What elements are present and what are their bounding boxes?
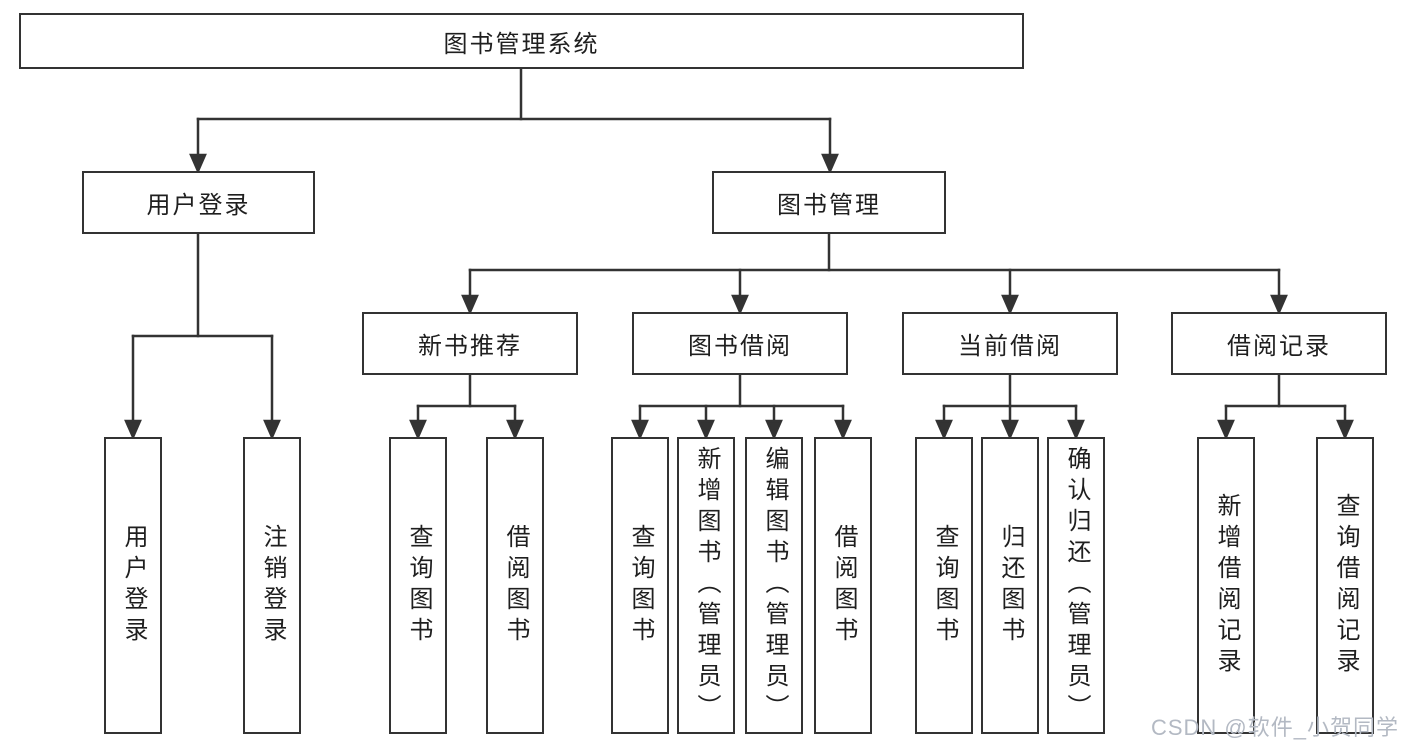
node-library-management-system: 图书管理系统 (19, 13, 1024, 69)
connector-user-login-to-leaves (124, 232, 281, 441)
arrowhead (189, 153, 207, 175)
leaf-query-books: 查询图书 (389, 437, 447, 734)
node-label: 图书管理系统 (443, 30, 600, 58)
node-new-book-recommend: 新书推荐 (362, 312, 578, 375)
node-label: 借阅记录 (1227, 333, 1331, 360)
connector-current-borrow-to-leaves (935, 372, 1085, 441)
leaf-query-borrow-record: 查询借阅记录 (1316, 437, 1374, 734)
connector-new-book-rec-to-leaves (409, 372, 524, 441)
node-book-borrowing: 图书借阅 (632, 312, 848, 375)
node-label: 查询借阅记录 (1332, 492, 1359, 679)
arrowhead (1336, 419, 1354, 441)
node-label: 新增借阅记录 (1213, 492, 1240, 679)
node-label: 用户登录 (120, 523, 147, 648)
connector-borrow-records-to-leaves (1217, 372, 1354, 441)
node-user-login: 用户登录 (82, 171, 315, 234)
node-label: 编辑图书（管理员） (761, 446, 788, 725)
leaf-confirm-return-admin: 确认归还（管理员） (1047, 437, 1105, 734)
node-label: 确认归还（管理员） (1063, 446, 1090, 725)
connector-book-mgmt-to-level3 (461, 232, 1288, 316)
node-label: 归还图书 (997, 523, 1024, 648)
arrowhead (263, 419, 281, 441)
arrowhead (935, 419, 953, 441)
node-label: 新增图书（管理员） (693, 446, 720, 725)
node-label: 查询图书 (931, 523, 958, 648)
arrowhead (631, 419, 649, 441)
node-label: 当前借阅 (958, 333, 1062, 360)
connector-book-borrow-to-leaves (631, 372, 852, 441)
arrowhead (506, 419, 524, 441)
leaf-return-books: 归还图书 (981, 437, 1039, 734)
leaf-edit-books-admin: 编辑图书（管理员） (745, 437, 803, 734)
arrowhead (1217, 419, 1235, 441)
node-label: 借阅图书 (830, 523, 857, 648)
node-label: 新书推荐 (418, 333, 522, 360)
leaf-query-books: 查询图书 (915, 437, 973, 734)
arrowhead (461, 294, 479, 316)
arrowhead (765, 419, 783, 441)
node-book-management: 图书管理 (712, 171, 946, 234)
leaf-user-login: 用户登录 (104, 437, 162, 734)
node-label: 查询图书 (627, 523, 654, 648)
node-label: 图书管理 (777, 192, 881, 219)
leaf-logout: 注销登录 (243, 437, 301, 734)
node-label: 查询图书 (405, 523, 432, 648)
arrowhead (1001, 419, 1019, 441)
node-label: 注销登录 (259, 523, 286, 648)
csdn-watermark: CSDN @软件_小贺同学 (1150, 715, 1399, 740)
arrowhead (1270, 294, 1288, 316)
arrowhead (1001, 294, 1019, 316)
node-label: 借阅图书 (502, 523, 529, 648)
arrowhead (124, 419, 142, 441)
leaf-query-books: 查询图书 (611, 437, 669, 734)
arrowhead (834, 419, 852, 441)
arrowhead (697, 419, 715, 441)
arrowhead (821, 153, 839, 175)
arrowhead (1067, 419, 1085, 441)
arrowhead (409, 419, 427, 441)
leaf-borrow-books: 借阅图书 (814, 437, 872, 734)
arrowhead (731, 294, 749, 316)
node-label: 图书借阅 (688, 333, 792, 360)
leaf-borrow-books: 借阅图书 (486, 437, 544, 734)
leaf-add-books-admin: 新增图书（管理员） (677, 437, 735, 734)
connector-root-to-level2 (189, 66, 839, 175)
node-current-borrowing: 当前借阅 (902, 312, 1118, 375)
node-borrowing-records: 借阅记录 (1171, 312, 1387, 375)
leaf-add-borrow-record: 新增借阅记录 (1197, 437, 1255, 734)
node-label: 用户登录 (146, 192, 251, 219)
